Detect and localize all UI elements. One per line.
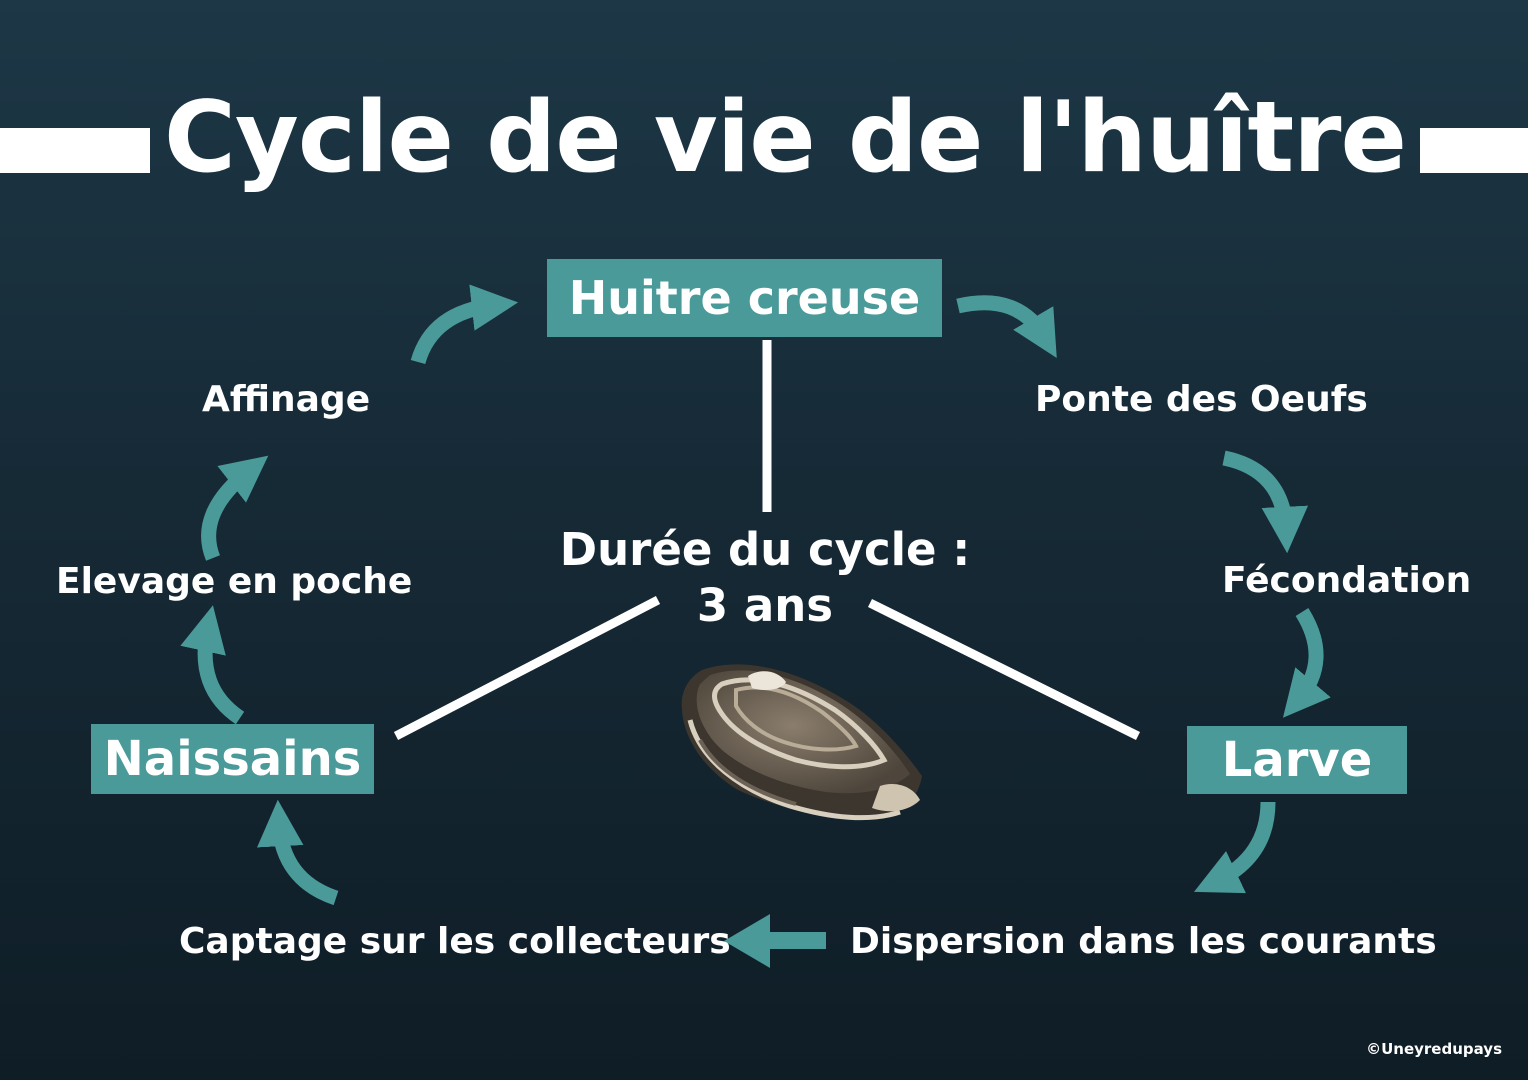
stage-label-ponte: Ponte des Oeufs bbox=[1035, 379, 1368, 420]
left-arrow-icon bbox=[724, 914, 826, 968]
title-bar-left bbox=[0, 128, 150, 173]
curved-arrow-icon bbox=[956, 295, 1057, 359]
page-title: Cycle de vie de l'huître bbox=[164, 81, 1407, 195]
stage-label-naissains: Naissains bbox=[103, 731, 362, 787]
curved-arrow-icon bbox=[410, 284, 519, 365]
connector-line-left bbox=[393, 596, 661, 740]
curved-arrow-icon bbox=[257, 799, 339, 906]
stage-box-larve: Larve bbox=[1187, 726, 1407, 794]
cycle-duration: Durée du cycle : 3 ans bbox=[520, 522, 1010, 634]
oyster-icon bbox=[681, 664, 922, 821]
stage-box-naissains: Naissains bbox=[91, 724, 374, 794]
stage-label-fecondation: Fécondation bbox=[1222, 560, 1472, 601]
curved-arrow-icon bbox=[1282, 608, 1331, 718]
curved-arrow-icon bbox=[1193, 801, 1276, 894]
stage-label-larve: Larve bbox=[1221, 732, 1373, 788]
stage-label-affinage: Affinage bbox=[202, 379, 371, 420]
cycle-duration-label: Durée du cycle : bbox=[559, 523, 971, 576]
curved-arrow-icon bbox=[1222, 450, 1309, 554]
stage-label-huitre-creuse: Huitre creuse bbox=[568, 271, 921, 325]
curved-arrow-icon bbox=[180, 605, 245, 725]
title-bar-right bbox=[1420, 128, 1528, 173]
stage-label-dispersion: Dispersion dans les courants bbox=[850, 921, 1437, 962]
stage-label-elevage: Elevage en poche bbox=[56, 561, 413, 602]
stage-box-huitre-creuse: Huitre creuse bbox=[547, 259, 942, 337]
cycle-duration-value: 3 ans bbox=[696, 579, 834, 632]
connector-line-right bbox=[867, 598, 1141, 741]
stage-label-captage: Captage sur les collecteurs bbox=[179, 921, 731, 962]
curved-arrow-icon bbox=[201, 455, 269, 561]
copyright-text: ©Uneyredupays bbox=[1366, 1040, 1502, 1058]
